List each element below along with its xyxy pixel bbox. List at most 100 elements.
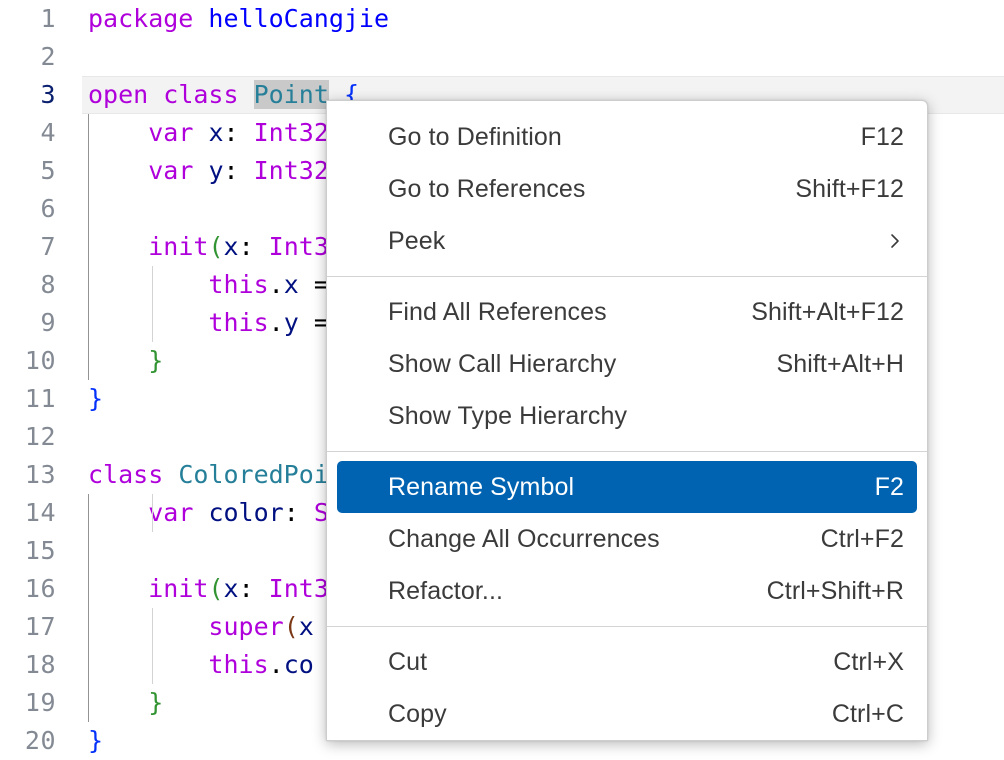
menu-item-show-type-hierarchy[interactable]: Show Type Hierarchy (337, 390, 917, 442)
code-token (193, 498, 208, 527)
code-line[interactable]: 7 init(x: Int32 (0, 228, 1004, 266)
code-token: ( (208, 574, 224, 603)
code-token: class (88, 460, 164, 489)
code-line[interactable]: 5 var y: Int32 (0, 152, 1004, 190)
selected-symbol: Point (253, 80, 329, 109)
code-line[interactable]: 11} (0, 380, 1004, 418)
code-token (88, 498, 148, 527)
code-token (88, 688, 148, 717)
code-token: Int32 (253, 156, 329, 185)
menu-item-keybinding: Ctrl+F2 (820, 524, 904, 553)
menu-item-go-to-references[interactable]: Go to References Shift+F12 (337, 163, 917, 215)
code-line[interactable]: 15 (0, 532, 1004, 570)
code-token (193, 156, 208, 185)
indent-guide-level-2 (152, 266, 153, 342)
code-token: } (148, 688, 164, 717)
line-number: 5 (40, 156, 56, 185)
code-line[interactable]: 8 this.x = (0, 266, 1004, 304)
code-line-text: package helloCangjie (88, 0, 389, 38)
line-number: 8 (40, 270, 56, 299)
line-number: 15 (24, 536, 56, 565)
line-number: 4 (40, 118, 56, 147)
menu-item-keybinding: Shift+F12 (795, 174, 904, 203)
code-line[interactable]: 20} (0, 722, 1004, 760)
menu-item-cut[interactable]: Cut Ctrl+X (337, 636, 917, 688)
menu-item-keybinding: F2 (874, 472, 904, 501)
code-line[interactable]: 6 (0, 190, 1004, 228)
code-token: } (88, 726, 104, 755)
code-token (88, 270, 208, 299)
code-token: init (148, 232, 209, 261)
line-number: 10 (24, 346, 56, 375)
code-line-text: var x: Int32 (88, 114, 329, 152)
code-token: x (208, 118, 224, 147)
menu-item-label: Cut (388, 647, 428, 676)
code-line-text: init(x: Int32 (88, 570, 344, 608)
menu-item-rename-symbol[interactable]: Rename Symbol F2 (337, 461, 917, 513)
code-token (193, 4, 208, 33)
code-token: : (223, 118, 254, 147)
code-line[interactable]: 19 } (0, 684, 1004, 722)
code-token (163, 460, 178, 489)
menu-item-keybinding: Shift+Alt+H (776, 349, 904, 378)
code-line-text: init(x: Int32 (88, 228, 344, 266)
code-token: co (283, 650, 314, 679)
menu-item-label: Go to References (388, 174, 586, 203)
code-token (88, 308, 208, 337)
code-token: S (313, 498, 329, 527)
menu-item-refactor[interactable]: Refactor...Ctrl+Shift+R (337, 565, 917, 617)
code-token: ( (283, 612, 299, 641)
code-token: x (283, 270, 299, 299)
code-line[interactable]: 17 super(x (0, 608, 1004, 646)
code-token: ( (208, 232, 224, 261)
code-line[interactable]: 4 var x: Int32 (0, 114, 1004, 152)
code-token: y (208, 156, 224, 185)
code-token: : (238, 574, 269, 603)
code-line-text: open class Point { (88, 76, 359, 114)
code-token: . (268, 270, 284, 299)
code-token: open (88, 80, 149, 109)
menu-item-label: Refactor... (388, 576, 504, 605)
menu-item-peek[interactable]: Peek (337, 215, 917, 267)
code-line[interactable]: 9 this.y = (0, 304, 1004, 342)
line-number: 7 (40, 232, 56, 261)
code-token (239, 80, 254, 109)
code-token (88, 612, 208, 641)
code-line-text: var y: Int32 (88, 152, 329, 190)
code-line[interactable]: 18 this.co (0, 646, 1004, 684)
code-token (88, 574, 148, 603)
menu-separator (327, 451, 927, 452)
code-line-text: } (88, 684, 163, 722)
code-token: this (208, 308, 269, 337)
code-line[interactable]: 12 (0, 418, 1004, 456)
code-line-text: this.x = (88, 266, 328, 304)
line-number: 12 (24, 422, 56, 451)
line-number: 9 (40, 308, 56, 337)
code-line[interactable]: 10 } (0, 342, 1004, 380)
code-token: class (163, 80, 239, 109)
code-token: : (238, 232, 269, 261)
menu-item-keybinding: Ctrl+C (831, 699, 904, 728)
code-line[interactable]: 14 var color: S (0, 494, 1004, 532)
code-token: x (298, 612, 314, 641)
code-token (88, 232, 148, 261)
line-number: 17 (24, 612, 56, 641)
code-line[interactable]: 2 (0, 38, 1004, 76)
code-token: : (283, 498, 314, 527)
menu-item-keybinding: Ctrl+X (833, 647, 904, 676)
menu-item-label: Rename Symbol (388, 472, 575, 501)
code-line-text: } (88, 380, 103, 418)
